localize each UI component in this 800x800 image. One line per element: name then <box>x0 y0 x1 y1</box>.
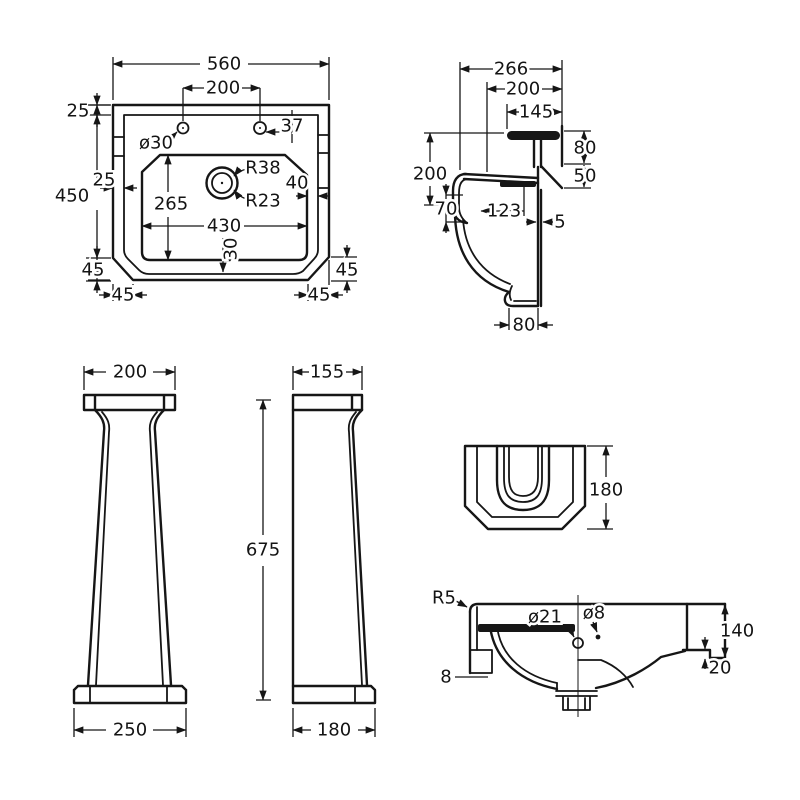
pedestal-plan-outer <box>463 444 587 531</box>
dim-fixing-hole: ø8 <box>583 603 605 624</box>
dim-overflow-inner: R23 <box>245 191 280 212</box>
dim-front-apron: 70 <box>435 199 458 220</box>
tap-hole-right <box>253 121 267 135</box>
tap-hole-left-centre <box>182 127 184 129</box>
pedestal-plan-slot-mid <box>503 445 543 503</box>
front-lip-inner <box>458 178 469 224</box>
deck-stem <box>532 138 543 169</box>
fixing-hole <box>595 634 601 640</box>
column-right-outer <box>153 408 173 687</box>
basin-side-section-view: 266 200 145 80 50 200 70 123 5 <box>410 56 599 338</box>
dim-side-ledge-right: 40 <box>286 173 309 194</box>
right-recess <box>681 602 727 660</box>
bowl-wall-inner <box>462 218 511 285</box>
dim-chamfer-right-h: 45 <box>308 285 331 306</box>
pedestal-side-back-inner <box>347 411 363 686</box>
pedestal-base <box>72 684 188 705</box>
pedestal-side-view: 155 180 <box>291 359 377 743</box>
dim-chamfer-left-v: 45 <box>82 260 105 281</box>
underside-curve <box>594 649 687 690</box>
right-fixing-tabs <box>317 134 330 189</box>
back-chamfer <box>539 164 564 190</box>
left-fixing-tabs <box>112 136 125 157</box>
dim-wall-thickness: 5 <box>554 212 565 233</box>
pedestal-plan-inner <box>476 445 574 518</box>
far-rim-line <box>577 659 634 688</box>
dim-side-ledge-left: 25 <box>93 170 116 191</box>
tap-hole-right-centre <box>259 127 261 129</box>
basin-bowl <box>140 153 309 262</box>
dim-front-height: 140 <box>720 621 754 642</box>
dim-basin-overall-depth: 450 <box>55 186 89 207</box>
dim-pedestal-base-depth: 180 <box>317 720 351 741</box>
dim-overflow-hole: ø21 <box>528 607 562 628</box>
dim-pedestal-base-width: 250 <box>113 720 147 741</box>
dim-pedestal-height: 675 <box>246 540 280 561</box>
dim-bowl-depth: 265 <box>154 194 188 215</box>
waste-trap <box>555 682 598 711</box>
dim-back-ledge: 25 <box>67 101 90 122</box>
basin-front-section-view: R5 ø21 ø8 8 140 20 <box>430 585 757 717</box>
section-top-edge <box>468 602 727 614</box>
rear-flange <box>536 165 543 308</box>
dim-recess: 20 <box>709 658 732 679</box>
dim-overflow-outer: R38 <box>245 158 280 179</box>
waste-centre <box>220 181 224 185</box>
dim-tap-offset: 37 <box>281 116 304 137</box>
bowl-section-inner <box>497 631 558 684</box>
bowl-section-outer <box>489 630 559 691</box>
waste-inner-circle <box>211 172 233 194</box>
dim-inner-depth: 123 <box>487 201 521 222</box>
outlet-foot-inner <box>508 285 537 302</box>
dim-back-drop: 80 <box>574 138 597 159</box>
dim-chamfer-right-v: 45 <box>336 260 359 281</box>
dim-front-height: 200 <box>413 164 447 185</box>
pedestal-plan-view: 180 <box>463 444 626 531</box>
dim-corner-radius: R5 <box>432 588 456 609</box>
dim-ledge-projection: 200 <box>506 79 540 100</box>
dim-chamfer-left-h: 45 <box>112 285 135 306</box>
column-right-inner <box>148 411 164 686</box>
outlet-foot <box>503 290 540 308</box>
bowl-wall-outer <box>453 210 511 294</box>
pedestal-base-steps <box>89 685 168 704</box>
pedestal-plan-slot-outer <box>495 444 551 512</box>
pedestal-cap <box>82 393 177 412</box>
tap-deck-section <box>507 131 560 140</box>
pedestal-plan-slot-inner <box>508 445 539 497</box>
tap-hole-left <box>176 121 190 135</box>
dim-rim-drop: 50 <box>574 166 597 187</box>
basin-outline <box>111 103 331 282</box>
dim-basin-overall-width: 560 <box>207 54 241 75</box>
pedestal-front-view: 200 250 675 <box>72 359 283 743</box>
waste-outer-circle <box>205 166 239 200</box>
rim-cut-band <box>500 181 536 187</box>
dim-apron-lip: 8 <box>440 667 451 688</box>
dim-shelf-width: 145 <box>519 102 553 123</box>
rim-section-band <box>478 624 575 632</box>
dim-pedestal-top-width: 200 <box>113 362 147 383</box>
pedestal-side-base <box>291 684 377 705</box>
column-left-outer <box>86 408 106 687</box>
dim-bowl-width: 430 <box>207 216 241 237</box>
dim-pedestal-top-depth: 155 <box>310 362 344 383</box>
column-left-inner <box>95 411 111 686</box>
overflow-hole <box>572 637 584 649</box>
dim-tap-centres: 200 <box>206 78 240 99</box>
basin-plan-view: 560 200 25 37 ø30 R38 R23 450 25 2 <box>52 51 361 308</box>
basin-rim <box>123 114 319 275</box>
dim-overall-projection: 266 <box>494 59 528 80</box>
pedestal-side-back-outer <box>351 408 369 687</box>
dim-pedestal-plan-depth: 180 <box>589 480 623 501</box>
front-lip-outer <box>451 172 469 225</box>
dim-tap-diameter: ø30 <box>139 133 173 154</box>
section-apron <box>469 649 493 674</box>
pedestal-side-cap <box>291 393 364 412</box>
dim-front-ledge: 30 <box>221 238 242 261</box>
dim-outlet-width: 80 <box>513 315 536 336</box>
